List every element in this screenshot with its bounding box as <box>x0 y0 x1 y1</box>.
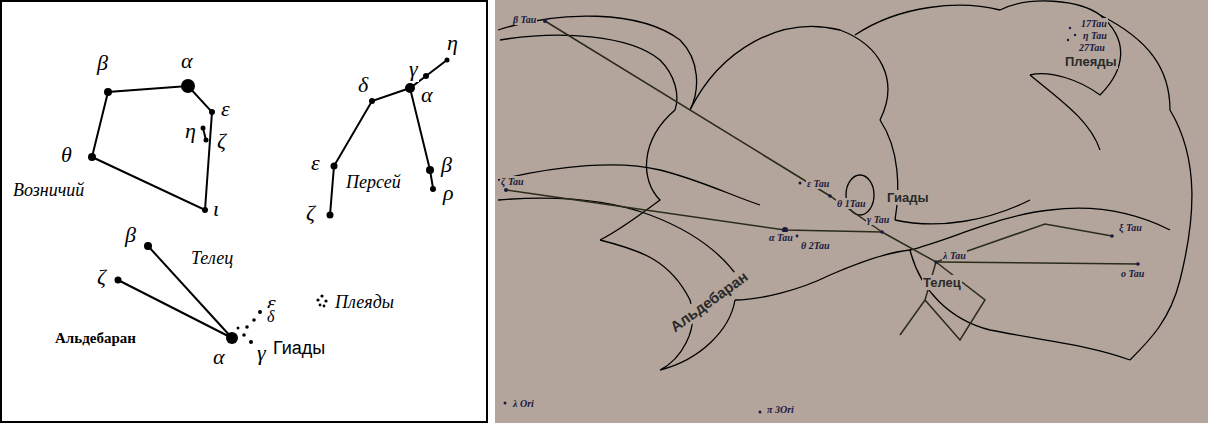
star-name: Альдебаран <box>666 267 752 336</box>
star-designation: α Tau <box>768 232 794 243</box>
star-letter: β <box>124 222 137 248</box>
star-letter: γ <box>256 340 267 366</box>
star-letter: δ <box>357 72 369 98</box>
star-letter: ε <box>220 96 231 122</box>
star-designation: θ 1Tau <box>836 198 866 209</box>
star-letter: ι <box>212 196 220 222</box>
star-letter: α <box>420 82 434 108</box>
cluster-name: Плеяды <box>1064 54 1118 69</box>
star-letter: η <box>446 30 459 56</box>
star-designation: ο Tau <box>1120 268 1145 279</box>
star-designation: η Tau <box>1082 30 1108 41</box>
star-letter: β <box>96 50 109 76</box>
cluster-name: Плеяды <box>334 292 395 313</box>
star-letter: ζ <box>305 200 316 226</box>
star-letter: β <box>440 152 453 178</box>
star-designation: ξ Tau <box>1118 222 1143 233</box>
star-letter: ε <box>310 150 321 176</box>
star-letter: ζ <box>216 128 227 154</box>
constellation-name: Телец <box>922 275 962 290</box>
star-designation: 27Tau <box>1078 42 1106 53</box>
star-designation: π 3Ori <box>766 404 795 415</box>
star-designation: γ Tau <box>866 214 890 225</box>
star-designation: ε Tau <box>806 178 830 189</box>
star-letter: α <box>212 344 226 370</box>
star-designation: β Tau <box>512 14 537 25</box>
star-designation: λ Tau <box>942 250 967 261</box>
bull-figure <box>498 1 1192 370</box>
star-letter: η <box>184 118 197 144</box>
panel-frame <box>1 1 487 422</box>
cluster-name: Гиады <box>886 190 930 205</box>
star-designation: ζ Tau <box>500 176 525 187</box>
star-designation: θ 2Tau <box>800 240 830 251</box>
star-designation: 17Tau <box>1080 18 1108 29</box>
constellation-lines <box>506 21 1138 340</box>
constellation-name: Телец <box>190 248 234 269</box>
stars <box>504 19 1140 414</box>
star-letter: ρ <box>442 180 455 206</box>
star-designation: λ Ori <box>512 398 535 409</box>
star-letter: δ <box>266 308 275 326</box>
star-letter: ζ <box>96 264 107 290</box>
cluster-name: Гиады <box>272 338 326 359</box>
sky-panel <box>495 0 1208 423</box>
constellation-lines <box>92 60 447 338</box>
constellation-name: Персей <box>345 172 402 193</box>
star-letter: α <box>180 48 194 74</box>
star-name: Альдебаран <box>54 330 137 347</box>
star-letter: γ <box>408 56 419 82</box>
star-letter: θ <box>60 142 73 168</box>
stars <box>88 58 450 345</box>
constellation-name: Возничий <box>12 180 85 201</box>
